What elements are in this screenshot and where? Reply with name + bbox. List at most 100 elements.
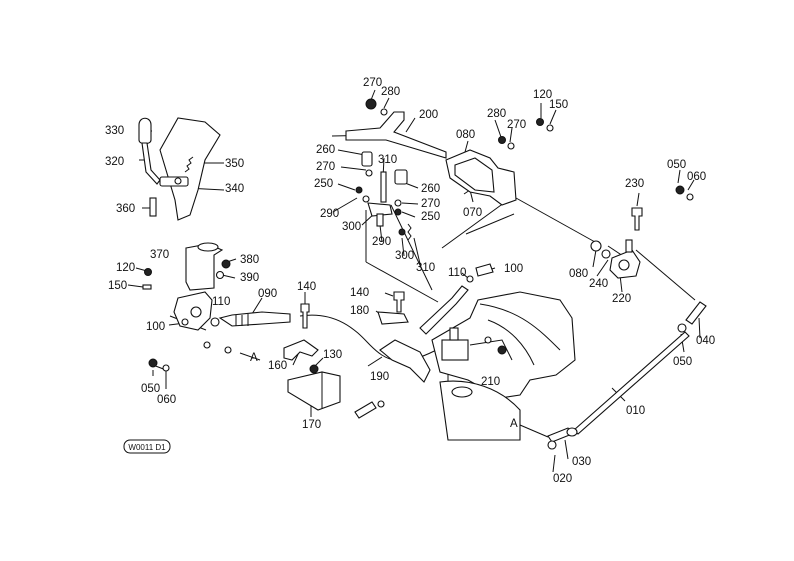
knob-330 [138,117,152,145]
plate-180 [377,311,409,325]
pin-150 [142,284,152,290]
callout-250: 250 [421,211,440,223]
cable-090 [218,311,291,327]
callout-150: 150 [549,99,568,111]
callout-190: 190 [370,371,389,383]
callout-100: 100 [504,263,523,275]
callout-080: 080 [456,129,475,141]
callout-290: 290 [320,208,339,220]
callout-070: 070 [463,207,482,219]
callout-370: 370 [150,249,169,261]
bolt-120 [144,268,152,276]
washer-270c [365,169,373,177]
bolt-050a-right [675,185,685,195]
bushing-080b [590,240,602,252]
callout-250: 250 [314,178,333,190]
callout-360: 360 [116,203,135,215]
callout-310: 310 [378,154,397,166]
callout-010: 010 [626,405,645,417]
washer-270b [507,142,515,150]
callout-340: 340 [225,183,244,195]
bolt-050a [148,358,158,368]
callout-100: 100 [146,321,165,333]
lever-320 [141,142,161,185]
callout-160: 160 [268,360,287,372]
callout-220: 220 [612,293,631,305]
washer-060a-right [686,193,694,201]
callout-080: 080 [569,268,588,280]
pivot-340 [159,176,189,187]
nut-050c [677,323,687,333]
selector-block [441,339,469,361]
bracket-170 [287,371,341,411]
callout-210: 210 [481,376,500,388]
bolt-140b [393,291,405,313]
washer-060a [162,364,170,372]
callout-020: 020 [553,473,572,485]
callout-060: 060 [157,394,176,406]
lever-190 [379,339,431,383]
callout-a: A [250,352,258,364]
callout-060: 060 [687,171,706,183]
callout-270: 270 [507,119,526,131]
callout-300: 300 [342,221,361,233]
washer-390 [215,270,225,280]
pin-290b [376,213,384,227]
nut-270a [365,98,377,110]
bolt-230 [631,207,643,231]
washer-280a [380,108,388,116]
callout-120: 120 [116,262,135,274]
callout-090: 090 [258,288,277,300]
callout-050: 050 [141,383,160,395]
clip-110b [466,275,474,283]
bolt-140a [300,303,310,329]
rod-end-040 [685,301,707,325]
callout-150: 150 [108,280,127,292]
pin-360 [149,197,157,217]
callout-390: 390 [240,272,259,284]
clevis-260a [361,151,373,167]
callout-110: 110 [212,296,230,308]
nut-380 [221,259,231,269]
rod-310a [380,171,387,203]
callout-310: 310 [416,262,435,274]
parts-artwork [138,98,707,450]
callout-130: 130 [323,349,342,361]
callout-030: 030 [572,456,591,468]
callout-110: 110 [448,267,466,279]
washer-270d [394,199,402,207]
clevis-260b [394,169,408,185]
spring-350 [184,156,194,173]
callout-170: 170 [302,419,321,431]
plate-070 [454,157,495,193]
nut-210 [497,345,507,355]
callout-230: 230 [625,178,644,190]
nut-300b [398,228,406,236]
bolt-lower [354,401,377,419]
callout-140: 140 [297,281,316,293]
callout-a: A [510,418,518,430]
link-300a [367,202,393,217]
callout-350: 350 [225,158,244,170]
diagram-code-box: W0011 D1 [123,439,171,454]
callout-290: 290 [372,236,391,248]
bolt-130 [309,364,319,374]
nut-250b [394,208,402,216]
clevis-100b [475,263,494,277]
callout-180: 180 [350,305,369,317]
rod-200 [345,111,447,159]
rod-010 [573,331,690,435]
callout-050: 050 [673,356,692,368]
bracket-160 [283,339,319,361]
callout-260: 260 [421,183,440,195]
spring-310b [407,223,412,241]
bolt-120a [536,118,544,126]
callout-280: 280 [487,108,506,120]
callout-050: 050 [667,159,686,171]
callout-380: 380 [240,254,259,266]
washer-240 [601,249,611,259]
bolt-280b [498,136,506,144]
callout-270: 270 [316,161,335,173]
